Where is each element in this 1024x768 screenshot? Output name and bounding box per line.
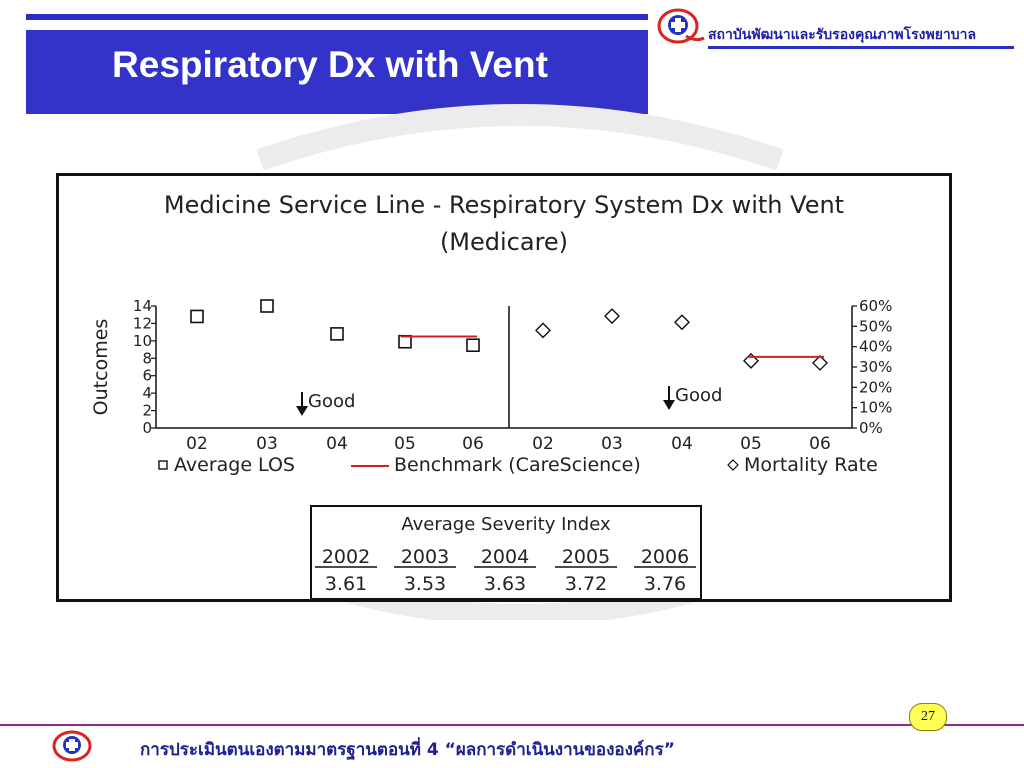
x-tick-label: 05: [394, 434, 416, 454]
slide-title: Respiratory Dx with Vent: [112, 44, 548, 85]
right-y-tick-label: 20%: [859, 378, 892, 396]
left-y-tick-label: 6: [142, 367, 152, 385]
chart-subtitle: (Medicare): [440, 228, 568, 256]
org-underline: [708, 46, 1014, 49]
right-y-tick-label: 0%: [859, 419, 883, 437]
los-point: [190, 309, 204, 324]
left-y-tick-label: 4: [142, 384, 152, 402]
right-y-tick-label: 50%: [859, 317, 892, 335]
left-y-axis-label: Outcomes: [90, 319, 112, 416]
right-y-tick-label: 30%: [859, 358, 892, 376]
x-tick-label: 05: [740, 434, 762, 454]
left-y-tick-label: 10: [133, 332, 152, 350]
legend-los-label: Average LOS: [174, 454, 295, 476]
good-annotation: Good: [308, 391, 355, 412]
mortality-point: [604, 308, 620, 325]
severity-value: 3.72: [565, 573, 607, 595]
mortality-point: [812, 354, 828, 371]
footer-rule: [0, 724, 1024, 726]
severity-value: 3.61: [325, 573, 367, 595]
good-annotation: Good: [675, 385, 722, 406]
severity-value: 3.76: [644, 573, 686, 595]
title-banner: [26, 30, 648, 114]
severity-year: 2002: [322, 546, 370, 568]
org-name: สถาบันพัฒนาและรับรองคุณภาพโรงพยาบาล: [708, 27, 977, 43]
chart-canvas: Medicine Service Line - Respiratory Syst…: [90, 191, 892, 599]
severity-year: 2006: [641, 546, 689, 568]
los-point: [330, 327, 344, 341]
footer-text: การประเมินตนเองตามมาตรฐานตอนที่ 4 “ผลการ…: [140, 740, 675, 760]
chart-frame: Medicine Service Line - Respiratory Syst…: [56, 173, 952, 602]
severity-table-title: Average Severity Index: [401, 514, 611, 535]
x-tick-label: 06: [809, 434, 831, 454]
legend-los-swatch: [158, 460, 168, 470]
left-y-tick-label: 0: [142, 419, 152, 437]
severity-year: 2004: [481, 546, 529, 568]
left-y-tick-label: 2: [142, 402, 152, 420]
x-tick-label: 06: [462, 434, 484, 454]
x-tick-label: 04: [671, 434, 693, 454]
good-arrow-head: [296, 406, 308, 416]
severity-value: 3.63: [484, 573, 526, 595]
severity-value: 3.53: [404, 573, 446, 595]
right-y-tick-label: 60%: [859, 297, 892, 315]
mortality-point: [674, 314, 690, 331]
right-y-tick-label: 10%: [859, 399, 892, 417]
footer-logo-icon: [52, 730, 92, 762]
mortality-point: [535, 322, 551, 339]
x-tick-label: 03: [256, 434, 278, 454]
legend-benchmark-label: Benchmark (CareScience): [394, 454, 641, 476]
x-tick-label: 02: [532, 434, 554, 454]
severity-year: 2005: [562, 546, 610, 568]
left-y-tick-label: 12: [133, 314, 152, 332]
legend-mortality-swatch: [727, 459, 739, 471]
severity-year: 2003: [401, 546, 449, 568]
left-y-tick-label: 8: [142, 349, 152, 367]
good-arrow-head: [663, 400, 675, 410]
los-point: [466, 338, 480, 353]
chart-title: Medicine Service Line - Respiratory Syst…: [164, 191, 844, 219]
page-number-badge: 27: [909, 703, 947, 731]
los-point: [260, 299, 274, 313]
org-logo-icon: [657, 8, 705, 44]
x-tick-label: 03: [601, 434, 623, 454]
x-tick-label: 02: [186, 434, 208, 454]
right-y-tick-label: 40%: [859, 338, 892, 356]
top-accent-rule: [26, 14, 648, 20]
los-point: [398, 334, 412, 349]
x-tick-label: 04: [326, 434, 348, 454]
legend-mortality-label: Mortality Rate: [744, 454, 878, 476]
left-y-tick-label: 14: [133, 297, 152, 315]
severity-table-border: [310, 505, 702, 599]
